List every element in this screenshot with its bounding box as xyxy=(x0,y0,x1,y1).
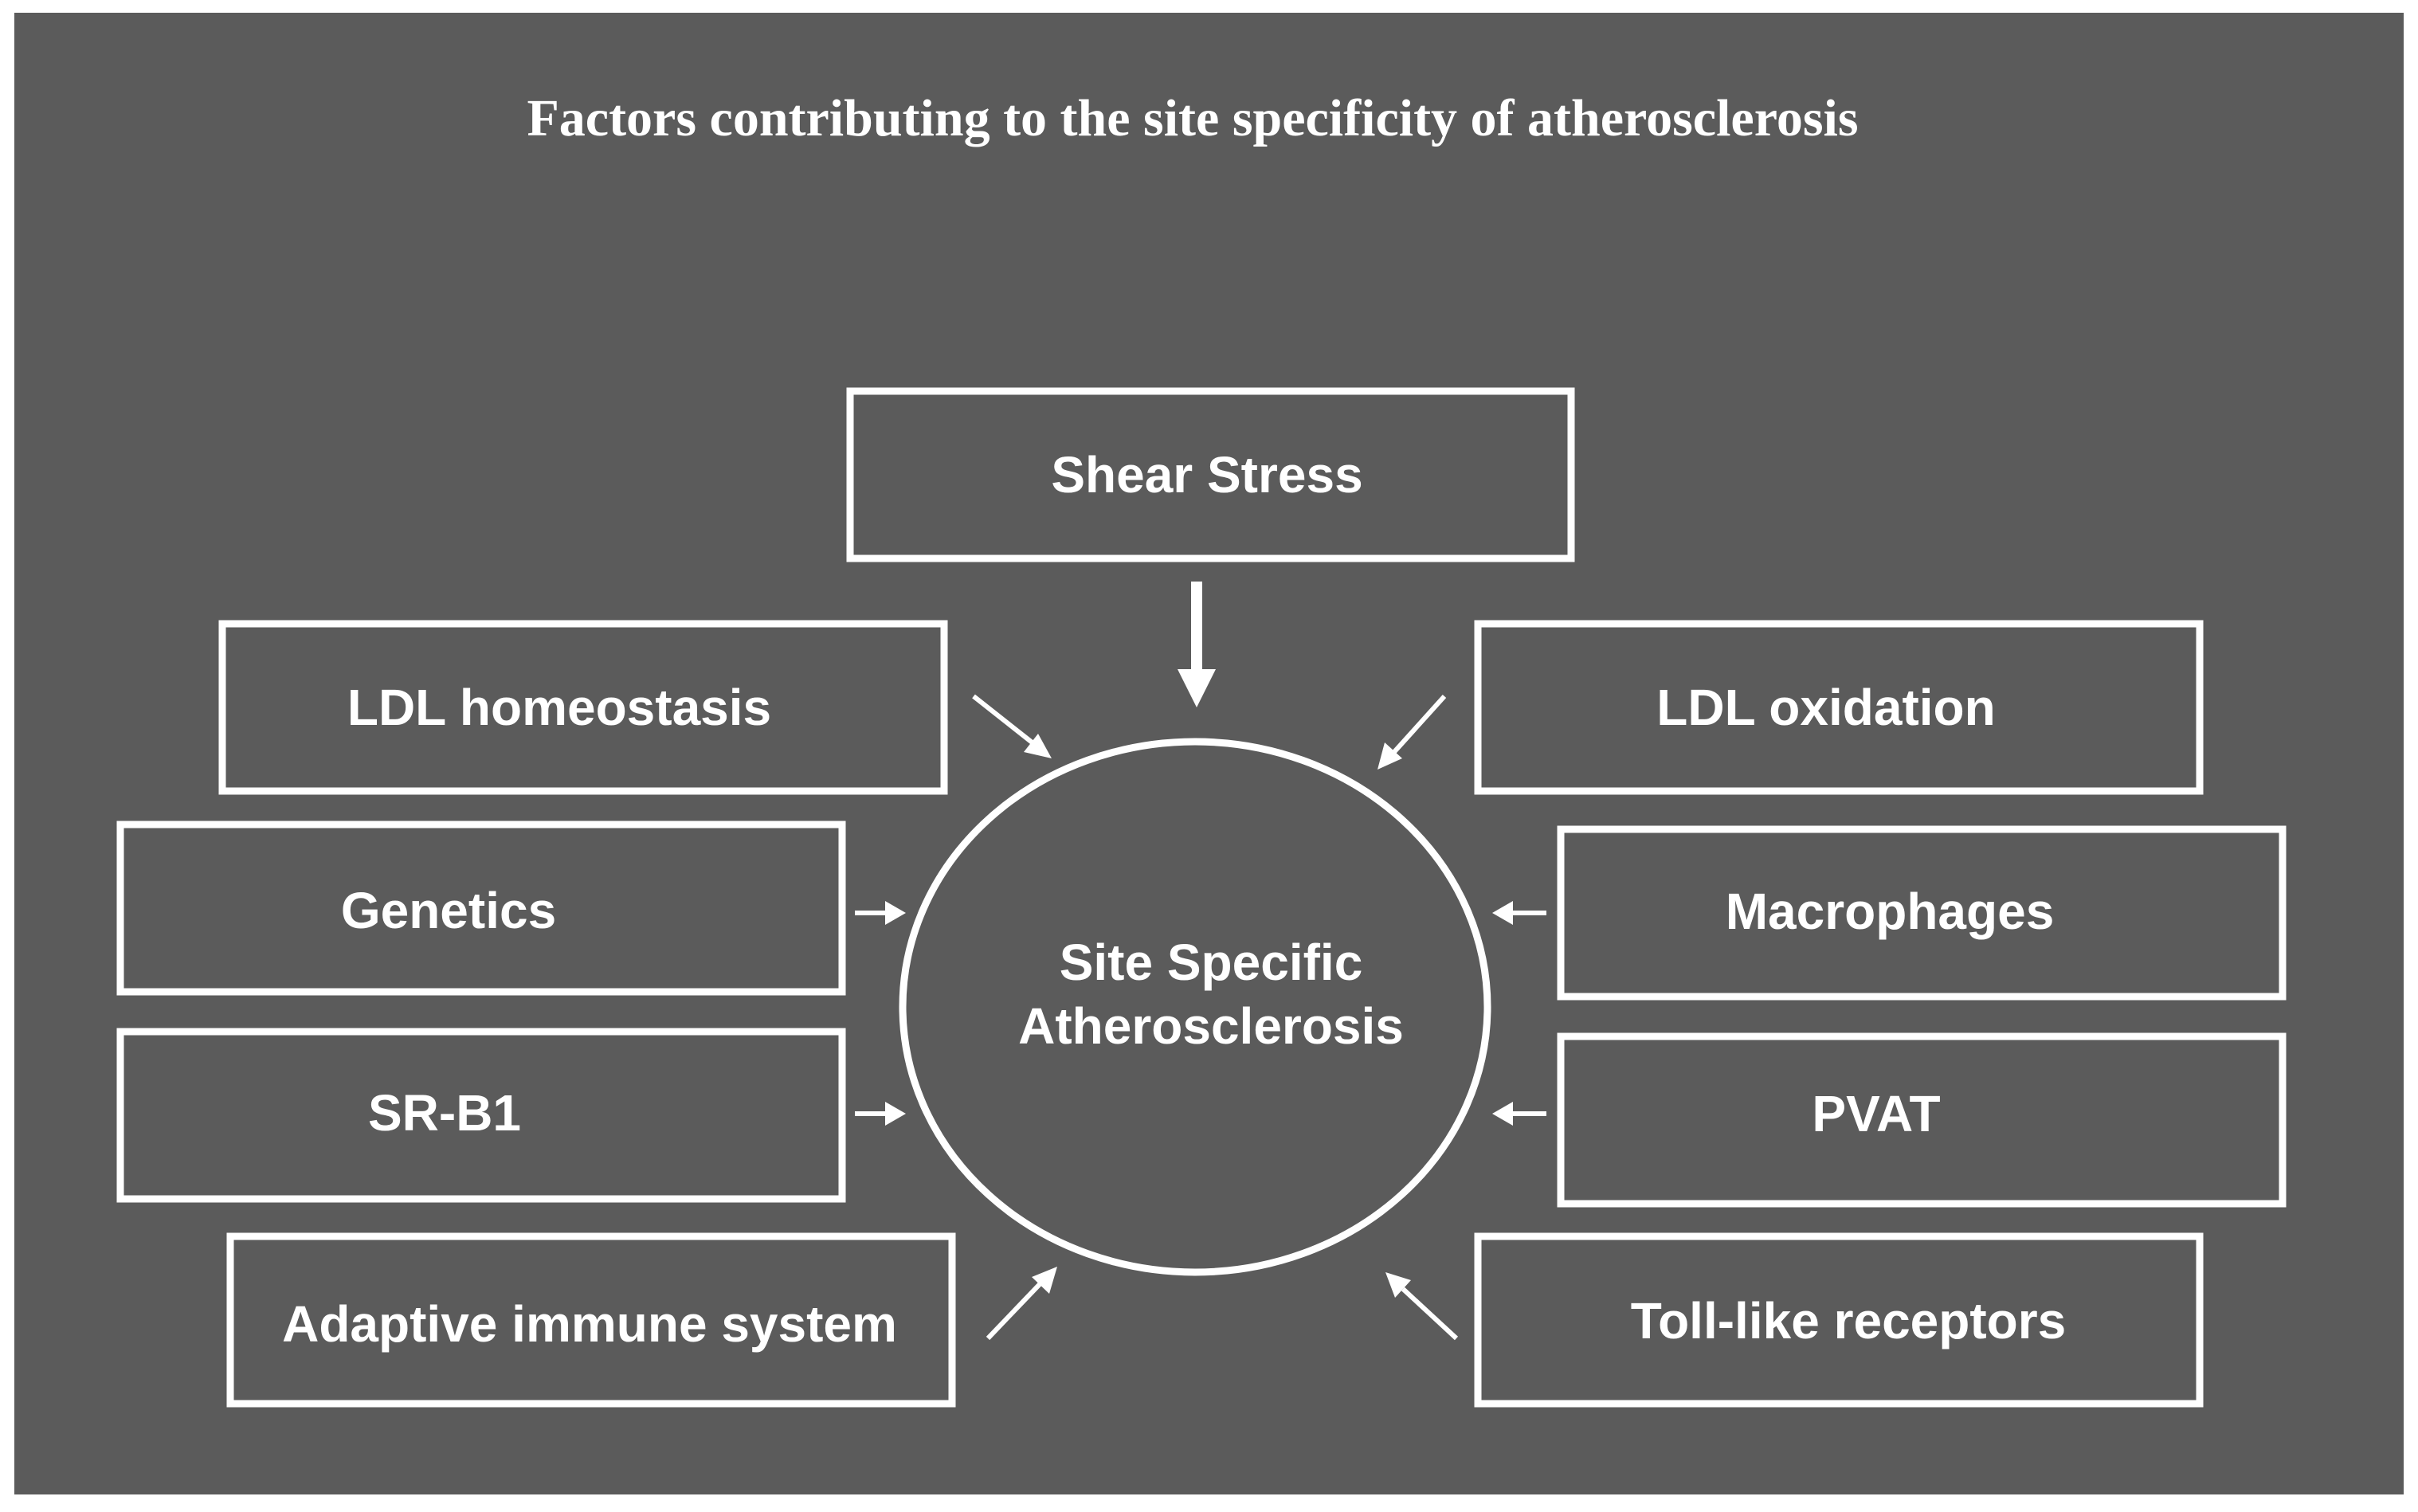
diagram-title: Factors contributing to the site specifi… xyxy=(527,89,1858,147)
factor-label: Shear Stress xyxy=(1051,446,1362,503)
factor-label: PVAT xyxy=(1812,1085,1940,1142)
factor-box xyxy=(1474,1232,2204,1408)
arrow-ldl-homeostasis xyxy=(972,694,1052,758)
arrow-adaptive-immune-system xyxy=(986,1267,1057,1341)
center-ellipse xyxy=(899,738,1491,1276)
arrow-macrophages xyxy=(1492,901,1546,925)
factor-box xyxy=(1557,1032,2287,1208)
factor-box xyxy=(1474,620,2204,795)
factor-macrophages: Macrophages xyxy=(1557,825,2287,1001)
factor-label: Macrophages xyxy=(1726,883,2055,940)
factor-ldl-oxidation: LDL oxidation xyxy=(1474,620,2204,795)
factor-label: Adaptive immune system xyxy=(282,1295,897,1353)
factor-box xyxy=(226,1232,956,1408)
factor-label: Toll-like receptors xyxy=(1631,1292,2067,1349)
factor-label: Genetics xyxy=(341,882,556,939)
arrow-genetics xyxy=(855,901,906,925)
arrow-shear-stress xyxy=(1178,582,1216,707)
factor-pvat: PVAT xyxy=(1557,1032,2287,1208)
factor-box xyxy=(846,387,1575,562)
arrow-ldl-oxidation xyxy=(1378,694,1447,770)
factor-box xyxy=(116,1028,846,1203)
factor-genetics: Genetics xyxy=(116,821,846,996)
center-label-line1: Site Specific xyxy=(1060,934,1363,991)
factor-box xyxy=(116,821,846,996)
arrow-sr-b1 xyxy=(855,1102,906,1126)
factor-ldl-homeostasis: LDL homeostasis xyxy=(218,620,948,795)
factor-box xyxy=(218,620,948,795)
diagram-background xyxy=(14,13,2404,1494)
factor-label: LDL oxidation xyxy=(1656,679,1995,736)
arrow-pvat xyxy=(1492,1102,1546,1126)
factor-toll-like-receptors: Toll-like receptors xyxy=(1474,1232,2204,1408)
factor-label: LDL homeostasis xyxy=(347,679,771,736)
factor-shear-stress: Shear Stress xyxy=(846,387,1575,562)
center-node: Site Specific Atherosclerosis xyxy=(899,738,1491,1276)
arrow-toll-like-receptors xyxy=(1385,1272,1459,1341)
factor-sr-b1: SR-B1 xyxy=(116,1028,846,1203)
factor-label: SR-B1 xyxy=(368,1084,521,1142)
factor-adaptive-immune-system: Adaptive immune system xyxy=(226,1232,956,1408)
factor-box xyxy=(1557,825,2287,1001)
center-label-line2: Atherosclerosis xyxy=(1018,997,1404,1055)
